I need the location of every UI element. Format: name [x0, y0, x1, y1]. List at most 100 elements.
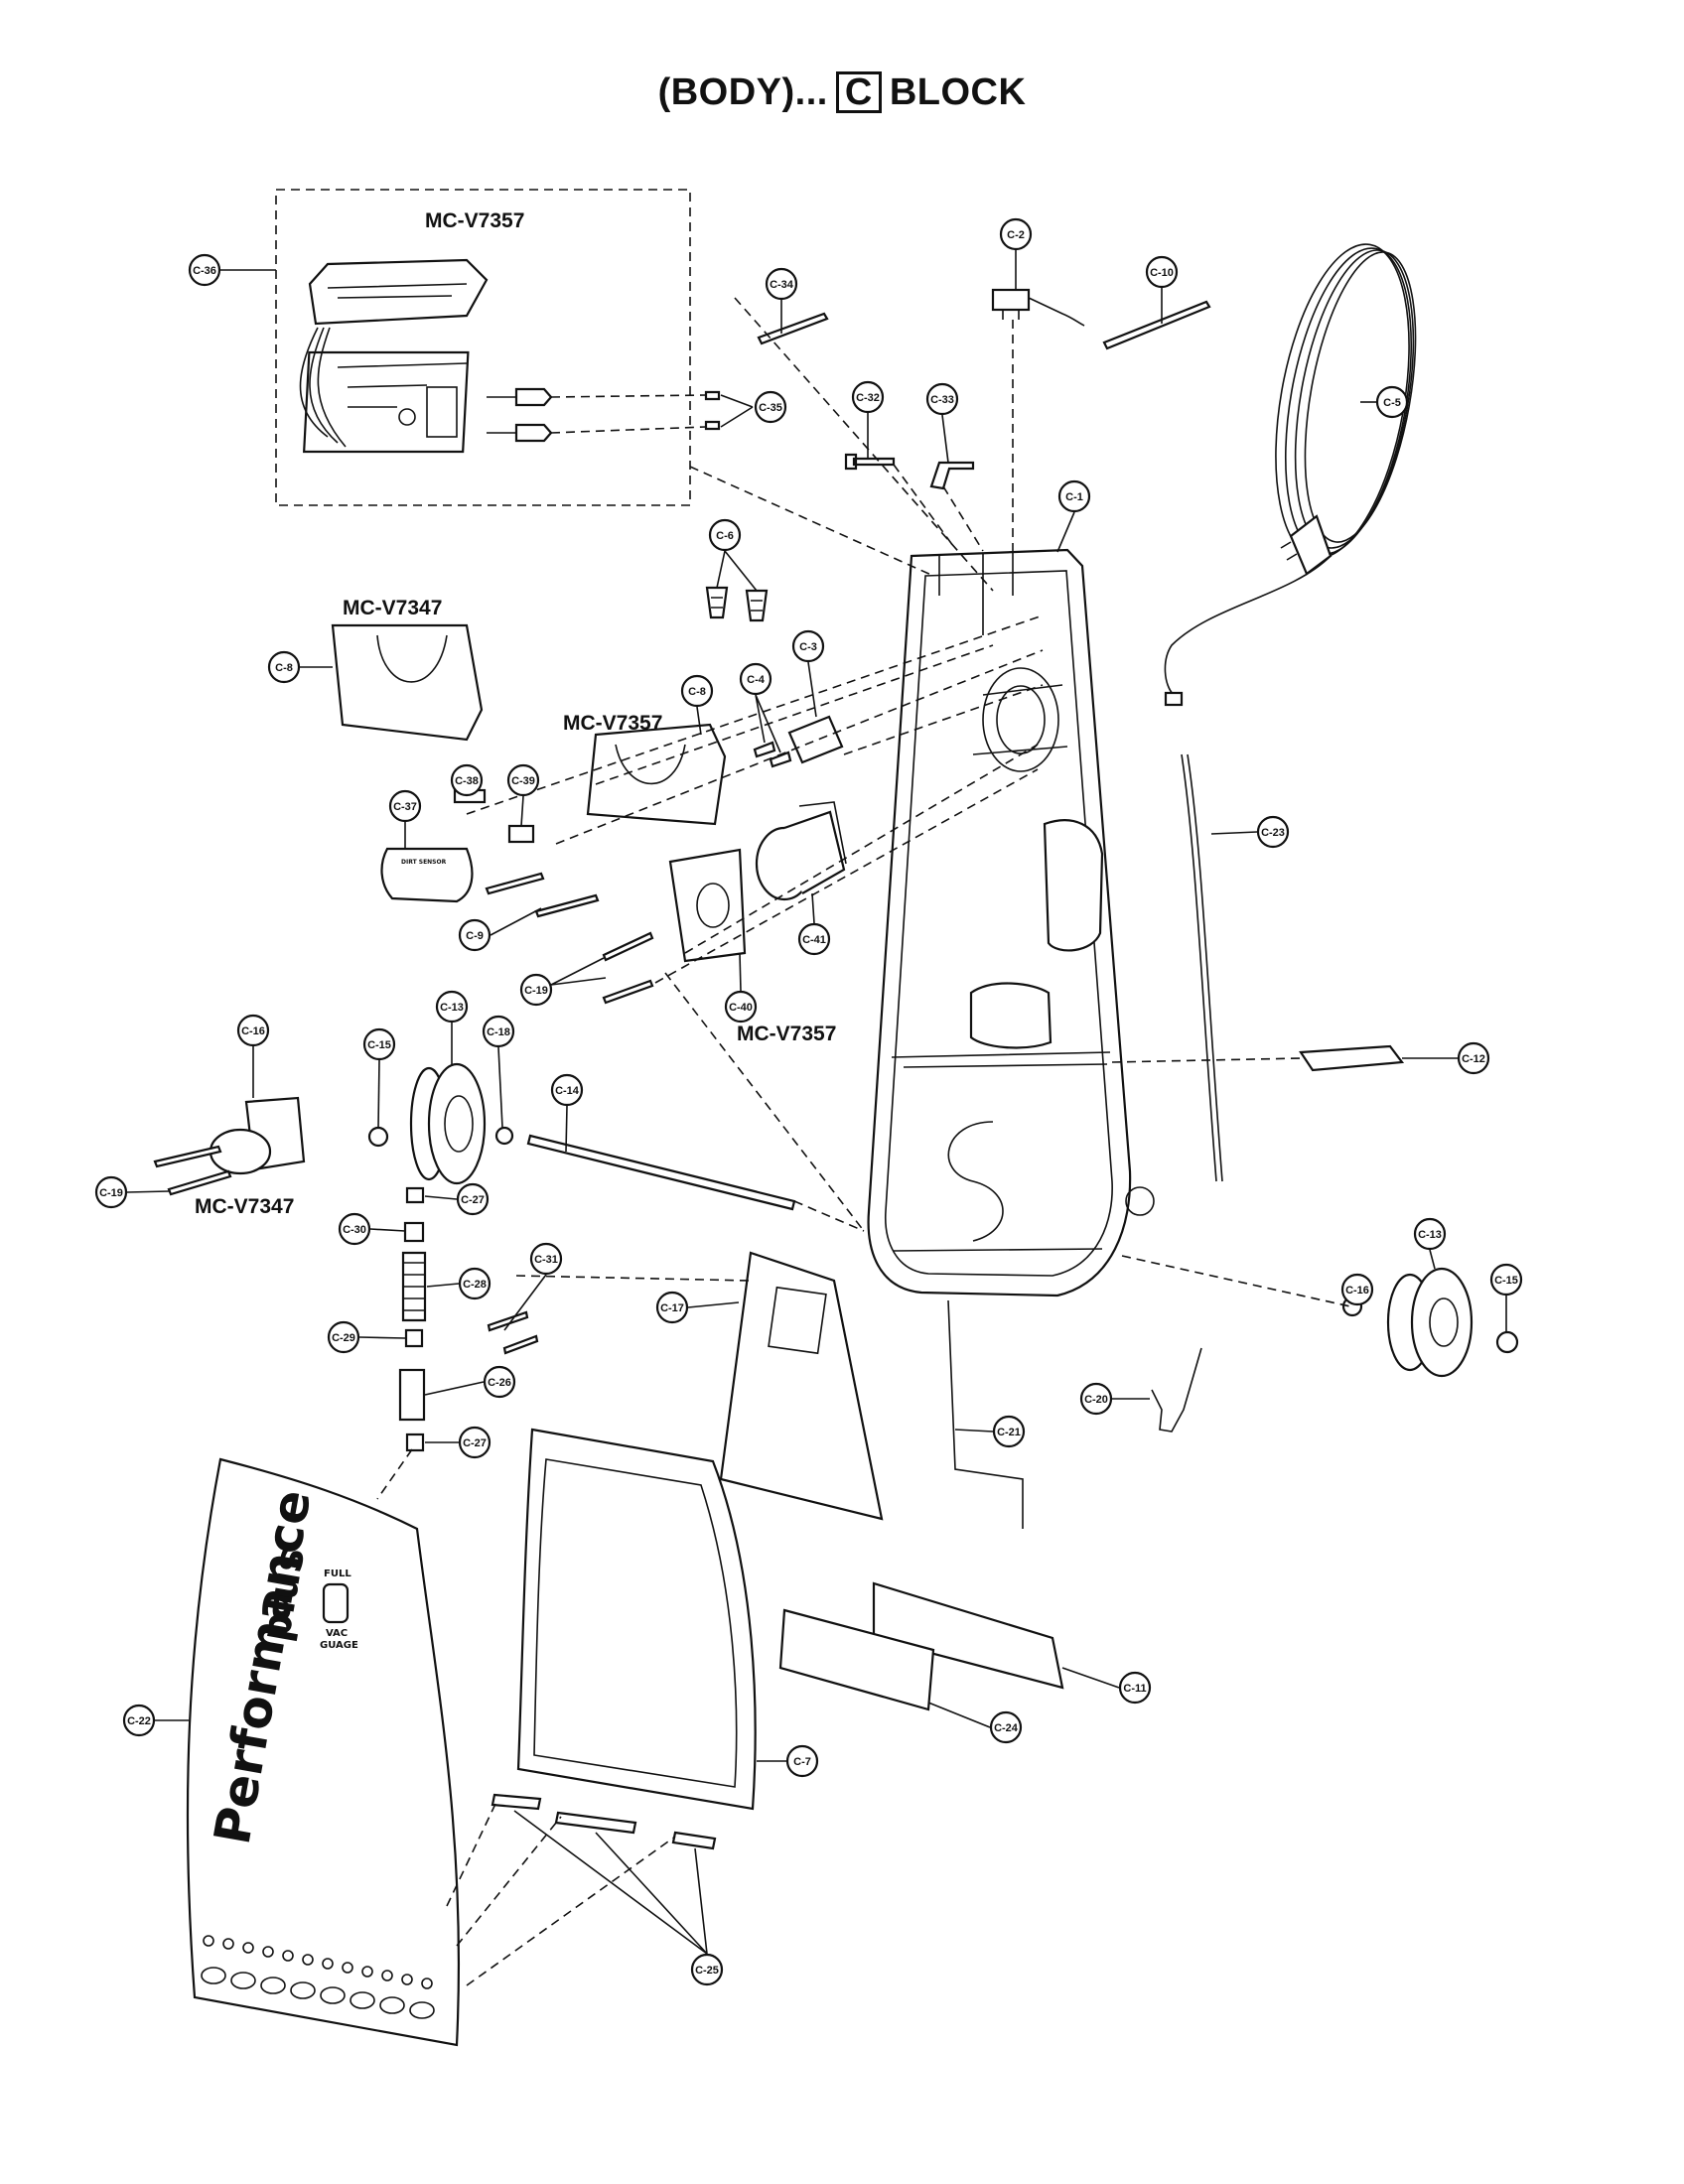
callout-c-22: C-22: [122, 1704, 156, 1737]
block-letter-box: C: [835, 71, 882, 113]
callout-circle: [435, 990, 469, 1024]
callout-label: C-28: [463, 1279, 487, 1291]
dust-cover-opening: [376, 634, 448, 683]
model-label-middle-cover: MC-V7357: [563, 712, 662, 735]
callout-label: C-35: [759, 402, 782, 414]
callout-c-40: C-40: [724, 990, 758, 1024]
washer-left: [494, 1126, 514, 1146]
callout-circle: [1256, 815, 1290, 849]
screw-c9-b: [534, 893, 600, 918]
callout-label: C-23: [1261, 827, 1285, 839]
cable-tie-c34: [757, 312, 829, 345]
main-body-housing: [867, 548, 1155, 1297]
callout-label: C-5: [1383, 397, 1401, 409]
callout-c-10: C-10: [1145, 255, 1179, 289]
callout-circle: [458, 1267, 491, 1300]
callout-c-16: C-16: [236, 1014, 270, 1047]
callout-circle: [925, 382, 959, 416]
callout-c-2: C-2: [999, 217, 1033, 251]
callout-circle: [388, 789, 422, 823]
callout-circle: [456, 1182, 490, 1216]
callout-label: C-9: [466, 930, 484, 942]
callout-c-35: C-35: [754, 390, 787, 424]
callout-c-17: C-17: [655, 1291, 689, 1324]
callout-c-9: C-9: [458, 918, 491, 952]
callout-circle: [267, 650, 301, 684]
pcb-connectors: [487, 387, 553, 443]
callout-c-19: C-19: [94, 1175, 128, 1209]
callout-c-1: C-1: [1057, 479, 1091, 513]
screw-c19-a: [602, 931, 654, 962]
callout-circle: [708, 518, 742, 552]
callout-label: C-18: [487, 1026, 510, 1038]
callout-circle: [1375, 385, 1409, 419]
callout-circle: [999, 217, 1033, 251]
callout-c-3: C-3: [791, 629, 825, 663]
callout-circle: [236, 1014, 270, 1047]
spring-coils: [403, 1262, 425, 1311]
callout-c-19: C-19: [519, 973, 553, 1007]
callout-circle: [1340, 1273, 1374, 1306]
model-label-bracket: MC-V7357: [737, 1023, 836, 1045]
callout-circle: [797, 922, 831, 956]
screw-c19-b: [602, 979, 654, 1005]
rod-c20: [1151, 1347, 1202, 1433]
callout-c-8: C-8: [680, 674, 714, 708]
clamp-c3: [787, 715, 844, 764]
callout-c-31: C-31: [529, 1242, 563, 1276]
callout-label: C-8: [275, 662, 293, 674]
callout-label: C-15: [1494, 1275, 1518, 1287]
callout-label: C-38: [455, 775, 479, 787]
indicator-window: [322, 1582, 350, 1624]
callout-circle: [992, 1415, 1026, 1448]
callout-c-4: C-4: [739, 662, 772, 696]
connector-dashes: [550, 394, 707, 434]
wire-c23-b: [1187, 753, 1223, 1182]
callout-c-28: C-28: [458, 1267, 491, 1300]
model-label-roller-bracket: MC-V7347: [195, 1195, 294, 1218]
dust-cover-opening-2: [615, 744, 686, 785]
callout-label: C-21: [997, 1427, 1021, 1438]
callout-label: C-13: [1418, 1229, 1442, 1241]
callout-label: C-31: [534, 1254, 558, 1266]
wheel-right: [1386, 1267, 1474, 1378]
callout-c-11: C-11: [1118, 1671, 1152, 1705]
hub-cap-left: [367, 1126, 389, 1148]
pcb-group-box: [275, 189, 691, 506]
callout-circle: [1413, 1217, 1447, 1251]
callout-circle: [506, 763, 540, 797]
dust-bag-c17: [719, 1251, 884, 1521]
callout-label: C-25: [695, 1965, 719, 1977]
callout-label: C-20: [1084, 1394, 1108, 1406]
callout-circle: [483, 1365, 516, 1399]
callout-c-13: C-13: [1413, 1217, 1447, 1251]
callout-circle: [482, 1015, 515, 1048]
vent-holes: [201, 1935, 435, 2019]
callout-c-18: C-18: [482, 1015, 515, 1048]
callout-c-16: C-16: [1340, 1273, 1374, 1306]
callout-label: C-6: [716, 530, 734, 542]
title-suffix: BLOCK: [889, 71, 1027, 113]
callout-c-13: C-13: [435, 990, 469, 1024]
screw-c19-c: [153, 1145, 222, 1168]
callout-label: C-15: [367, 1039, 391, 1051]
callout-c-26: C-26: [483, 1365, 516, 1399]
callout-c-36: C-36: [188, 253, 221, 287]
callout-label: C-14: [555, 1085, 580, 1097]
callout-circle: [690, 1953, 724, 1986]
callout-label: C-39: [511, 775, 535, 787]
callout-circle: [362, 1027, 396, 1061]
sensor-plate-c37: [380, 847, 474, 903]
callout-c-27: C-27: [456, 1182, 490, 1216]
callout-circle: [989, 1710, 1023, 1744]
dust-cover-mcv7347: [331, 623, 484, 742]
callout-label: C-26: [488, 1377, 511, 1389]
callout-c-38: C-38: [450, 763, 484, 797]
hose-c21: [947, 1299, 1024, 1529]
felt-strip-3: [671, 1831, 717, 1850]
callout-c-8: C-8: [267, 650, 301, 684]
callout-c-27: C-27: [458, 1426, 491, 1459]
